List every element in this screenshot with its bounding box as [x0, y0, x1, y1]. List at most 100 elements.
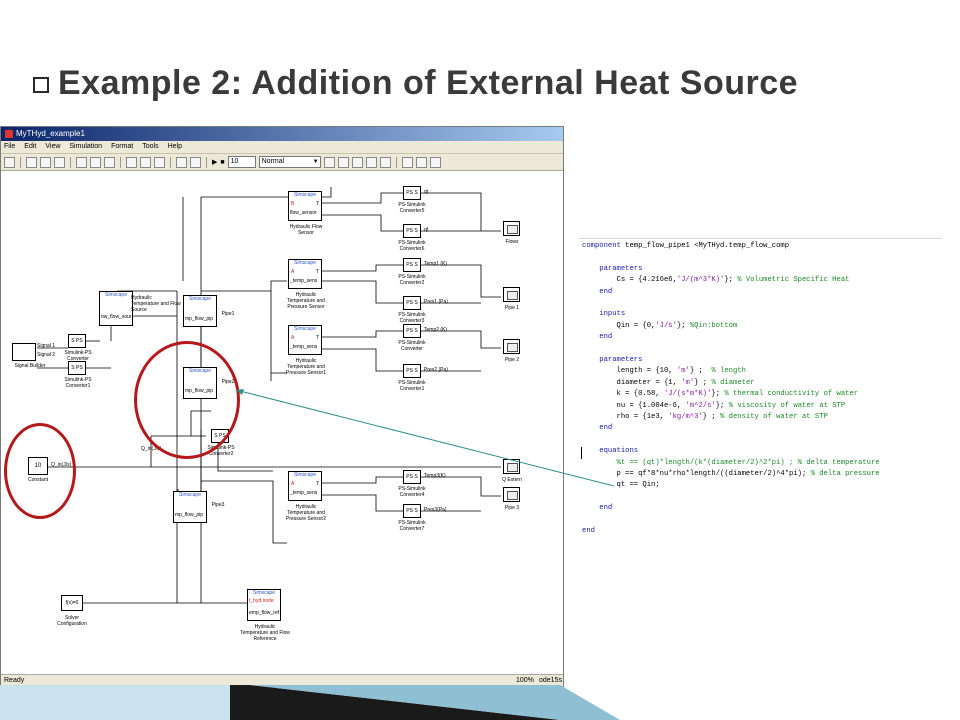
port-label: Signal 1	[37, 343, 56, 349]
open-icon[interactable]	[26, 156, 37, 168]
block-library-label: Simscape	[253, 590, 275, 596]
pipe3-block[interactable]: Simscape mp_flow_pip	[173, 491, 207, 523]
menu-simulation[interactable]: Simulation	[69, 143, 103, 150]
simulation-mode-select[interactable]: Normal	[258, 156, 321, 168]
window-titlebar[interactable]: MyTHyd_example1	[1, 127, 563, 141]
menu-file[interactable]: File	[4, 143, 16, 150]
ps-simulink-converter1-block[interactable]: PS S	[403, 364, 421, 378]
bullet-icon	[33, 77, 49, 93]
port-label: Temp1 (K)	[424, 261, 448, 267]
pipe1-block[interactable]: Simscape mp_flow_pip	[183, 295, 217, 327]
redo-icon[interactable]	[190, 156, 201, 168]
forward-icon[interactable]	[140, 156, 151, 168]
update-diagram-icon[interactable]	[323, 156, 335, 168]
block-label: Simulink-PS Converter2	[207, 445, 235, 457]
menu-edit[interactable]: Edit	[24, 143, 37, 150]
model-explorer-icon[interactable]	[365, 156, 377, 168]
block-label: PS-Simulink Converter5	[398, 202, 426, 214]
code-token: % length	[711, 367, 746, 376]
menu-help[interactable]: Help	[167, 143, 182, 150]
app-icon	[5, 130, 13, 138]
stop-icon[interactable]: ■	[220, 158, 225, 166]
block-label: PS-Simulink Converter2	[398, 274, 426, 286]
temperature-flow-reference-block[interactable]: Simscape t_hyd.node emp_flow_ref	[247, 589, 281, 621]
new-icon[interactable]	[4, 156, 15, 168]
block-label: PS-Simulink Converter1	[398, 380, 426, 392]
code-line: inputs	[582, 309, 625, 320]
port-label: A	[291, 481, 295, 487]
block-label: Pipe3	[211, 502, 225, 508]
advisor-icon[interactable]	[401, 156, 413, 168]
ps-simulink-converter5-block[interactable]: PS S	[403, 186, 421, 200]
temperature-flow-source-block[interactable]: Simscape ow_flow_sour	[99, 291, 133, 326]
undo-icon[interactable]	[176, 156, 187, 168]
temperature-pressure-sensor-block[interactable]: Simscape A T _temp_sens	[288, 259, 322, 289]
ps-simulink-converter4-block[interactable]: PS S	[403, 470, 421, 484]
menu-tools[interactable]: Tools	[142, 143, 159, 150]
flows-scope-block[interactable]	[503, 221, 520, 236]
ps-simulink-converter6-block[interactable]: PS S	[403, 224, 421, 238]
play-icon[interactable]: ▶	[212, 159, 218, 166]
ps-simulink-converter2-block[interactable]: PS S	[403, 258, 421, 272]
simscape-code-listing[interactable]: component temp_flow_pipe1 <MyTHyd.temp_f…	[579, 238, 942, 539]
block-label: PS-Simulink Converter7	[398, 520, 426, 532]
code-token: component	[582, 242, 626, 250]
code-line: parameters	[582, 264, 642, 275]
solver-configuration-block[interactable]: f(x)=0	[61, 595, 83, 611]
code-line: p == qf*8*nu*rho*length/((diameter/2)^4*…	[582, 469, 880, 480]
block-label: Pipe 1	[504, 305, 520, 311]
window-title: MyTHyd_example1	[16, 129, 85, 138]
pipe1-scope-block[interactable]	[503, 287, 520, 302]
library-browser-icon[interactable]	[351, 156, 363, 168]
paste-icon[interactable]	[104, 156, 115, 168]
copy-icon[interactable]	[90, 156, 101, 168]
q-extern-scope-block[interactable]	[503, 459, 520, 474]
solver-name: ode15s	[539, 677, 562, 684]
toolbar-separator	[20, 156, 21, 168]
code-token: };	[676, 321, 690, 330]
back-icon[interactable]	[126, 156, 137, 168]
port-label: B	[291, 201, 295, 207]
block-library-label: Simscape	[179, 492, 201, 498]
code-token: Qin = {0,	[582, 321, 656, 330]
pipe2-scope-block[interactable]	[503, 339, 520, 354]
ps-simulink-converter-block[interactable]: PS S	[403, 324, 421, 338]
code-token: end	[582, 287, 613, 296]
block-label: Hydraulic Temperature and Flow Reference	[240, 624, 290, 642]
code-token: Cs = {4.216e6,	[582, 276, 677, 285]
status-bar: Ready 100% ode15s	[1, 674, 563, 687]
debugger-icon[interactable]	[379, 156, 391, 168]
up-icon[interactable]	[154, 156, 165, 168]
stop-time-input[interactable]: 10	[227, 156, 256, 168]
save-icon[interactable]	[40, 156, 51, 168]
code-token: % Volumetric Specific Heat	[737, 276, 850, 285]
pipe3-scope-block[interactable]	[503, 487, 520, 502]
ps-simulink-converter3-block[interactable]: PS S	[403, 296, 421, 310]
code-token: qt == Qin;	[582, 481, 660, 490]
code-line: end	[582, 526, 595, 537]
code-token: 'kg/m^3'	[668, 413, 703, 421]
menu-format[interactable]: Format	[111, 143, 134, 150]
toolbar: ▶ ■ 10 Normal	[1, 154, 563, 171]
ps-simulink-converter7-block[interactable]: PS S	[403, 504, 421, 518]
print-icon[interactable]	[54, 156, 65, 168]
code-token: % delta pressure	[810, 470, 880, 478]
simulink-ps-converter1-block[interactable]: S PS	[68, 361, 86, 375]
layout-icon[interactable]	[415, 156, 427, 168]
toolbar-separator	[395, 156, 397, 168]
cut-icon[interactable]	[76, 156, 87, 168]
build-icon[interactable]	[337, 156, 349, 168]
code-token: 'm'	[681, 378, 695, 387]
code-line: k = {0.58, 'J/(s*m*K)'}; % thermal condu…	[582, 389, 859, 400]
code-token: };	[711, 390, 725, 399]
record-icon[interactable]	[429, 156, 441, 168]
temperature-pressure-sensor2-block[interactable]: Simscape A T _temp_sens	[288, 471, 322, 501]
bottom-decoration	[0, 685, 620, 720]
menu-view[interactable]: View	[45, 143, 61, 150]
temperature-pressure-sensor1-block[interactable]: Simscape A T _temp_sens	[288, 325, 322, 355]
code-token: length = {10,	[582, 367, 677, 376]
simulink-ps-converter-block[interactable]: S PS	[68, 334, 86, 348]
hydraulic-flow-sensor-block[interactable]: Simscape B T flow_sensor	[288, 191, 322, 221]
signal-builder-block[interactable]	[12, 343, 36, 361]
block-inner-label: flow_sensor	[290, 210, 317, 216]
